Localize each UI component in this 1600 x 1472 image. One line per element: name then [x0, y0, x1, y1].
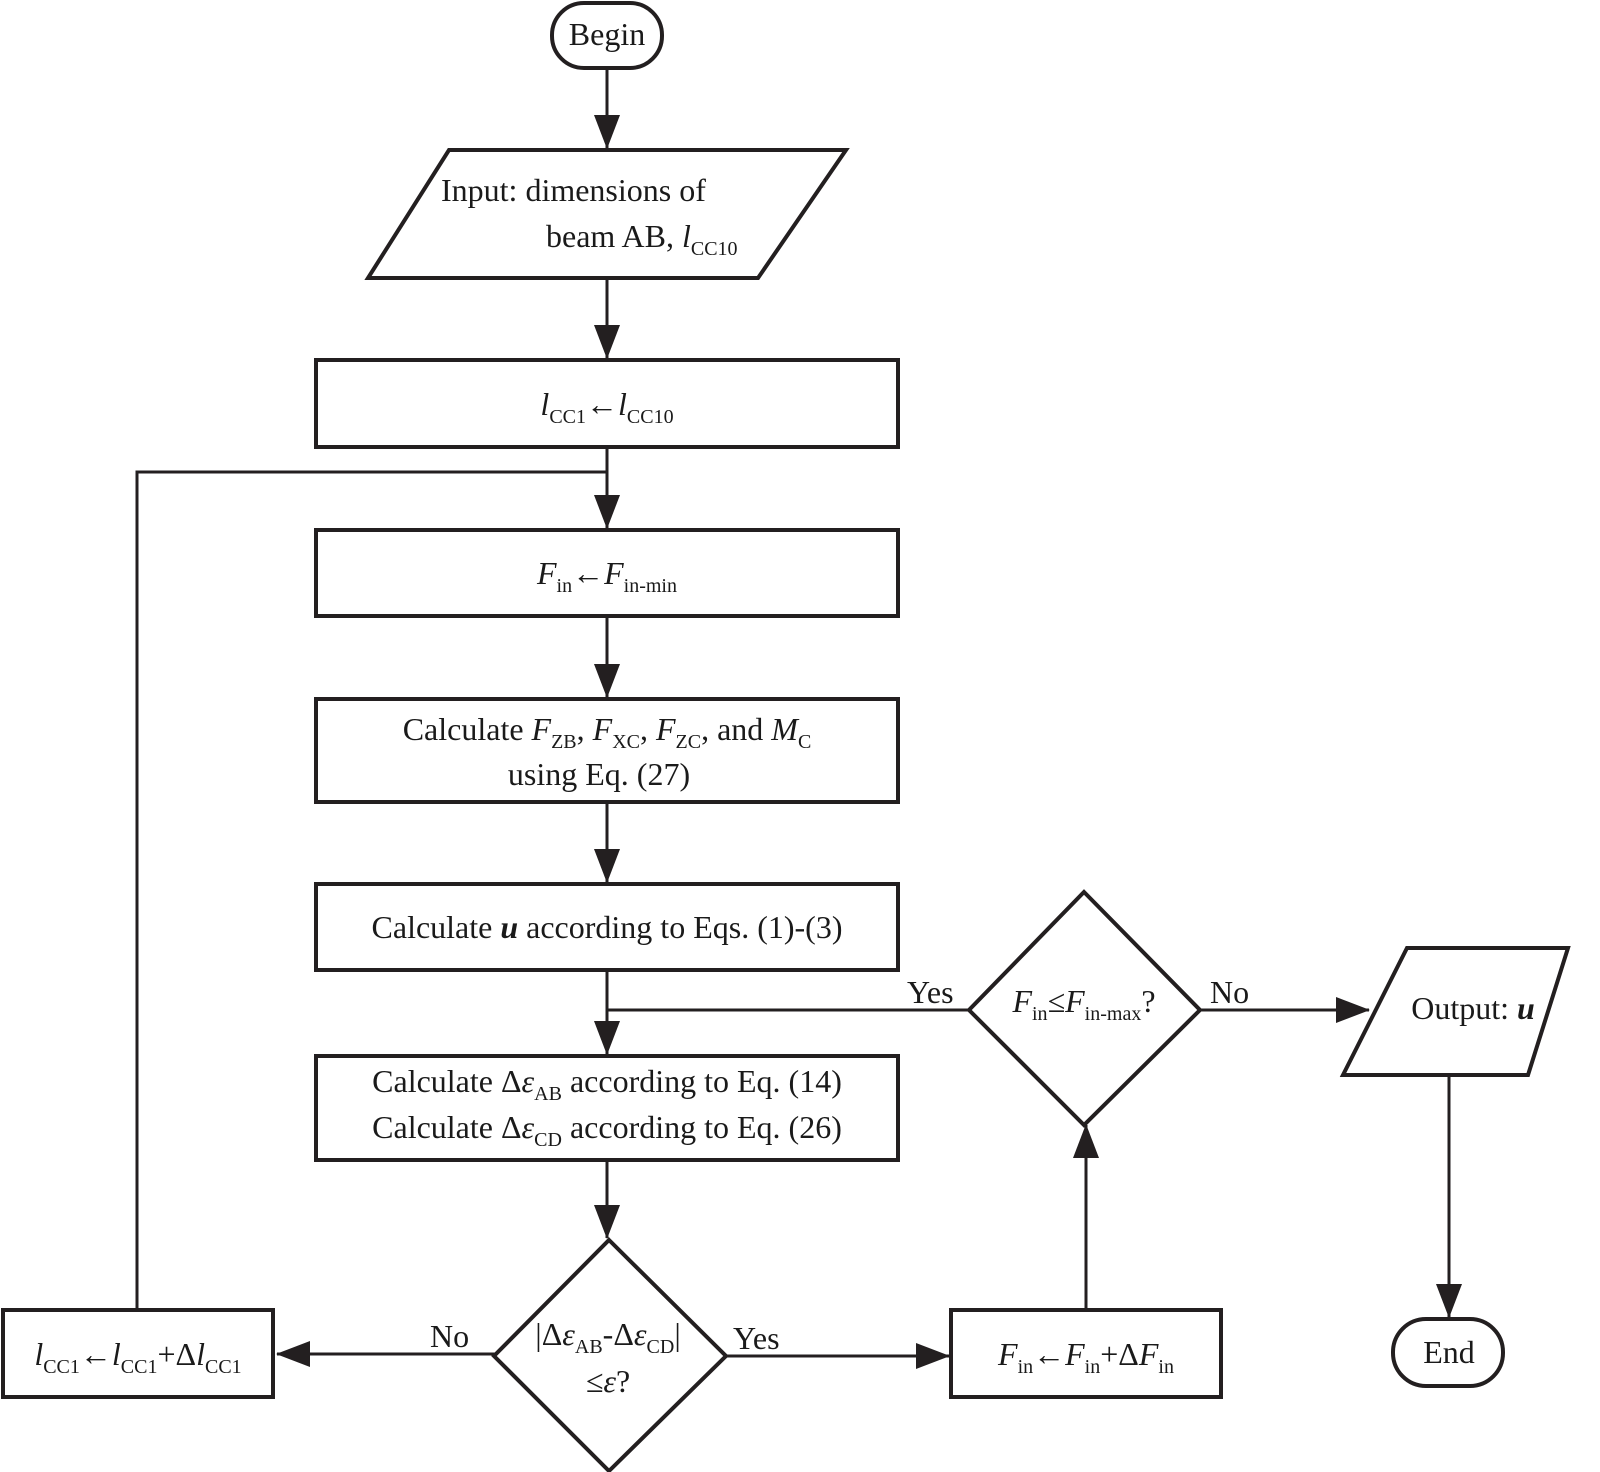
- decision-eps-node: |ΔεAB-ΔεCD| ≤ε?: [491, 1237, 729, 1472]
- update-l-node: lCC1←lCC1+ΔlCC1: [1, 1308, 275, 1399]
- calc-u-node: Calculate u according to Eqs. (1)-(3): [314, 882, 900, 972]
- output-node: Output: u: [1339, 946, 1571, 1077]
- decision-eps-line2: ≤ε?: [586, 1363, 630, 1399]
- begin-node: Begin: [550, 1, 664, 70]
- connectors: [135, 68, 1462, 1369]
- update-l-label: lCC1←lCC1+ΔlCC1: [34, 1336, 241, 1378]
- begin-label: Begin: [569, 16, 645, 52]
- update-f-node: Fin←Fin+ΔFin: [949, 1308, 1223, 1399]
- output-label: Output: u: [1411, 990, 1535, 1026]
- edge-label-f-yes: Yes: [907, 974, 954, 1010]
- input-line1: Input: dimensions of: [441, 172, 706, 208]
- calc-eps-line1: Calculate ΔεAB according to Eq. (14): [372, 1063, 842, 1105]
- edge-labels: No Yes Yes No: [430, 974, 1249, 1356]
- edge-label-eps-no: No: [430, 1318, 469, 1354]
- edge-update-l-loop-back: [135, 470, 607, 1308]
- decision-f-label: Fin≤Fin-max?: [1011, 983, 1155, 1025]
- input-node: Input: dimensions of beam AB, lCC10: [364, 148, 850, 280]
- calc-forces-line2: using Eq. (27): [508, 756, 690, 792]
- init-f-node: Fin←Fin-min: [314, 528, 900, 618]
- decision-eps-line1: |ΔεAB-ΔεCD|: [535, 1316, 680, 1358]
- end-label: End: [1423, 1334, 1475, 1370]
- init-l-node: lCC1←lCC10: [314, 358, 900, 449]
- calc-u-label: Calculate u according to Eqs. (1)-(3): [372, 909, 843, 945]
- calc-eps-line2: Calculate ΔεCD according to Eq. (26): [372, 1109, 842, 1151]
- calc-forces-node: Calculate FZB, FXC, FZC, and MC using Eq…: [314, 697, 900, 804]
- calc-eps-node: Calculate ΔεAB according to Eq. (14) Cal…: [314, 1054, 900, 1162]
- init-l-label: lCC1←lCC10: [540, 386, 673, 428]
- calc-forces-line1: Calculate FZB, FXC, FZC, and MC: [403, 711, 812, 753]
- edge-label-f-no: No: [1210, 974, 1249, 1010]
- decision-f-node: Fin≤Fin-max?: [966, 889, 1203, 1128]
- end-node: End: [1391, 1317, 1505, 1388]
- init-f-label: Fin←Fin-min: [536, 555, 677, 597]
- input-line2: beam AB, lCC10: [546, 218, 738, 260]
- edge-label-eps-yes: Yes: [733, 1320, 780, 1356]
- update-f-label: Fin←Fin+ΔFin: [997, 1336, 1174, 1378]
